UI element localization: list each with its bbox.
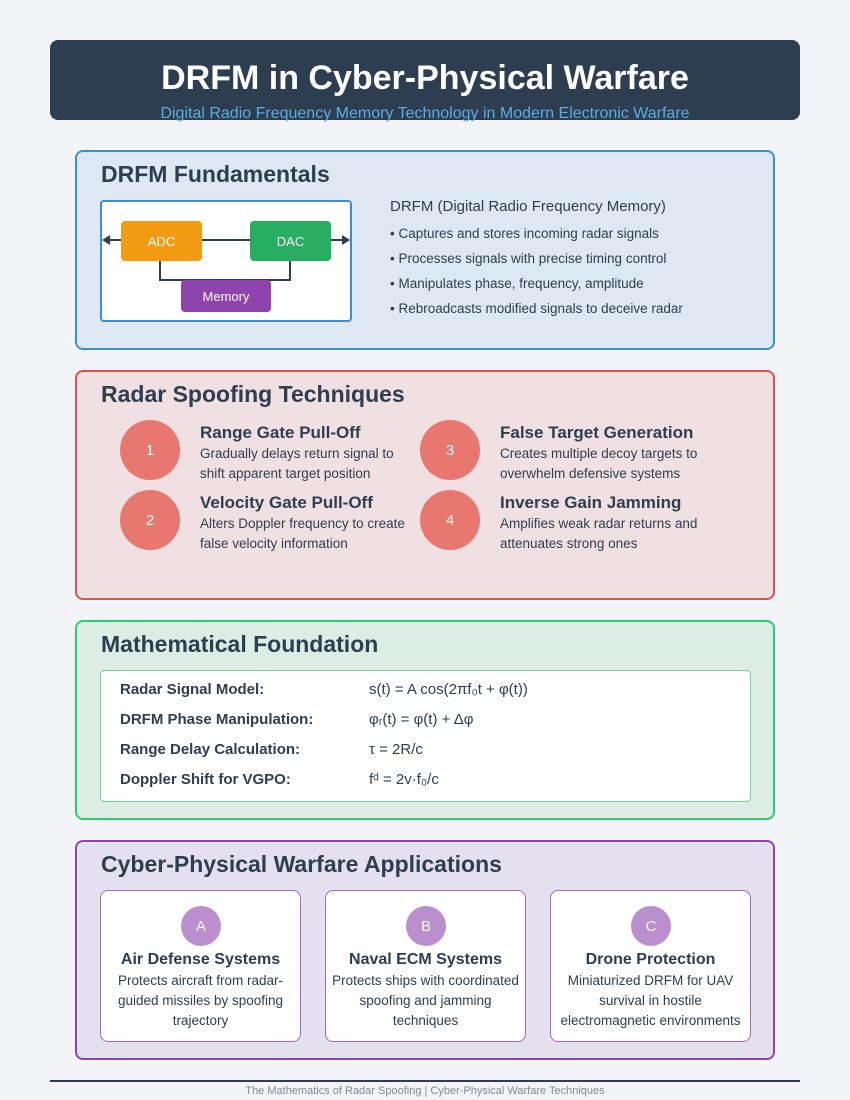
footer-text: The Mathematics of Radar Spoofing | Cybe…	[245, 1085, 605, 1097]
technique-number-badge: 4	[420, 490, 480, 550]
application-description: Miniaturized DRFM for UAV survival in ho…	[560, 973, 741, 1028]
technique-description: Creates multiple decoy targets to overwh…	[500, 446, 698, 481]
memory-bus-line	[159, 260, 291, 281]
page-title: DRFM in Cyber-Physical Warfare	[161, 59, 689, 97]
page-subtitle: Digital Radio Frequency Memory Technolog…	[160, 105, 690, 122]
application-title: Naval ECM Systems	[349, 951, 502, 968]
technique-item: 3 False Target Generation Creates multip…	[420, 420, 720, 484]
formula-row: Radar Signal Model: s(t) = A cos(2πf₀t +…	[120, 675, 740, 705]
application-letter-badge: C	[631, 906, 671, 946]
application-card: C Drone Protection Miniaturized DRFM for…	[550, 890, 751, 1042]
formula-label: Range Delay Calculation:	[120, 741, 301, 758]
technique-number-badge: 3	[420, 420, 480, 480]
drfm-diagram-svg: ADC DAC Memory	[102, 221, 350, 312]
list-item: • Captures and stores incoming radar sig…	[390, 226, 659, 241]
application-title: Air Defense Systems	[120, 951, 281, 968]
adc-label: ADC	[148, 234, 175, 249]
formula-row: Range Delay Calculation: τ = 2R/c	[120, 735, 740, 765]
technique-item: 4 Inverse Gain Jamming Amplifies weak ra…	[420, 490, 720, 554]
technique-title: Inverse Gain Jamming	[500, 493, 682, 512]
application-description: Protects ships with coordinated spoofing…	[332, 973, 519, 1028]
formula-expression: τ = 2R/c	[369, 741, 423, 758]
math-section: Mathematical Foundation Radar Signal Mod…	[75, 620, 775, 820]
formula-expression: φᵣ(t) = φ(t) + Δφ	[369, 711, 474, 728]
list-item: • Processes signals with precise timing …	[390, 251, 667, 266]
fundamentals-section: DRFM Fundamentals ADC DAC Memory DRFM (D…	[75, 150, 775, 350]
application-card: B Naval ECM Systems Protects ships with …	[325, 890, 526, 1042]
math-heading: Mathematical Foundation	[101, 631, 379, 657]
output-arrow-icon	[342, 235, 350, 245]
application-description: Protects aircraft from radar-guided miss…	[117, 973, 284, 1028]
fundamentals-list: DRFM (Digital Radio Frequency Memory) • …	[390, 196, 760, 321]
spoofing-heading: Radar Spoofing Techniques	[101, 381, 405, 407]
memory-label: Memory	[203, 289, 250, 304]
fundamentals-heading: DRFM Fundamentals	[101, 161, 330, 187]
technique-description: Gradually delays return signal to shift …	[200, 446, 394, 481]
list-item: • Manipulates phase, frequency, amplitud…	[390, 276, 644, 291]
applications-heading: Cyber-Physical Warfare Applications	[101, 851, 502, 877]
application-card: A Air Defense Systems Protects aircraft …	[100, 890, 301, 1042]
formula-row: Doppler Shift for VGPO: fᵈ = 2v·f₀/c	[120, 765, 740, 795]
applications-section: Cyber-Physical Warfare Applications A Ai…	[75, 840, 775, 1060]
drfm-block-diagram: ADC DAC Memory	[100, 200, 352, 322]
technique-item: 1 Range Gate Pull-Off Gradually delays r…	[120, 420, 420, 484]
technique-title: Velocity Gate Pull-Off	[200, 493, 373, 512]
memory-block	[181, 280, 271, 312]
technique-description: Alters Doppler frequency to create false…	[200, 516, 405, 551]
formula-expression: fᵈ = 2v·f₀/c	[369, 771, 439, 788]
list-item: • Rebroadcasts modified signals to decei…	[390, 301, 683, 316]
header-banner: DRFM in Cyber-Physical Warfare	[50, 40, 800, 120]
technique-number-badge: 2	[120, 490, 180, 550]
formula-table: Radar Signal Model: s(t) = A cos(2πf₀t +…	[100, 670, 751, 802]
technique-item: 2 Velocity Gate Pull-Off Alters Doppler …	[120, 490, 420, 554]
dac-block	[250, 221, 331, 261]
formula-label: Doppler Shift for VGPO:	[120, 771, 291, 788]
technique-number-badge: 1	[120, 420, 180, 480]
footer-divider	[50, 1080, 800, 1082]
technique-description: Amplifies weak radar returns and attenua…	[500, 516, 698, 551]
technique-title: Range Gate Pull-Off	[200, 423, 361, 442]
formula-label: DRFM Phase Manipulation:	[120, 711, 314, 728]
technique-title: False Target Generation	[500, 423, 694, 442]
application-letter-badge: A	[181, 906, 221, 946]
input-arrow-icon	[102, 235, 110, 245]
formula-expression: s(t) = A cos(2πf₀t + φ(t))	[369, 681, 528, 698]
dac-label: DAC	[277, 234, 304, 249]
formula-row: DRFM Phase Manipulation: φᵣ(t) = φ(t) + …	[120, 705, 740, 735]
fundamentals-list-title: DRFM (Digital Radio Frequency Memory)	[390, 198, 666, 215]
adc-block	[121, 221, 202, 261]
application-letter-badge: B	[406, 906, 446, 946]
application-title: Drone Protection	[585, 951, 716, 968]
formula-label: Radar Signal Model:	[120, 681, 265, 698]
spoofing-section: Radar Spoofing Techniques 1 Range Gate P…	[75, 370, 775, 600]
